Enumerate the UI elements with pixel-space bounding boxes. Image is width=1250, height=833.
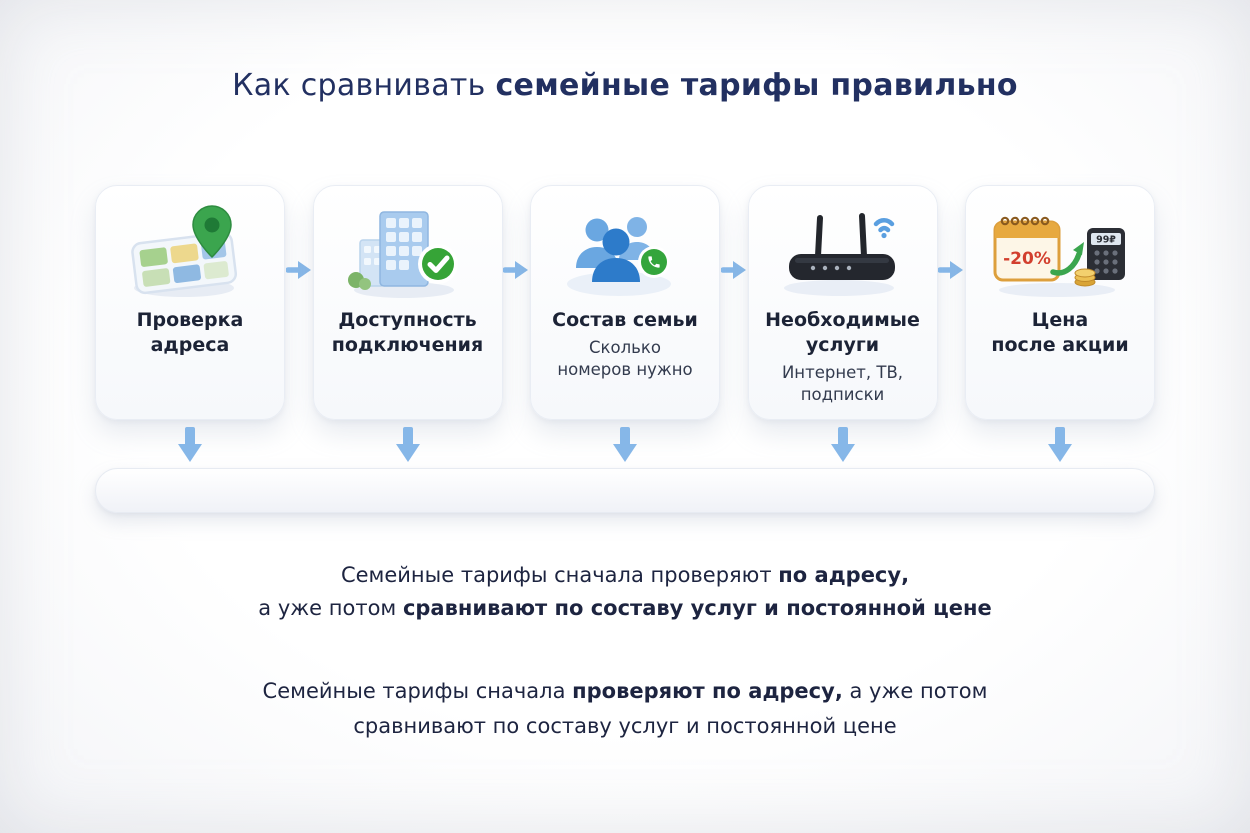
calendar-discount-calculator-icon: -20% 99₽ [985, 198, 1135, 304]
steps-row: Проверка адреса [95, 185, 1155, 420]
conclusion-line: сравнивают по составу услуг и постоянной… [353, 714, 897, 738]
step-title: Проверка адреса [136, 309, 244, 356]
conclusion-line: Семейные тарифы сначала проверяют по адр… [0, 674, 1250, 709]
conclusion-text: Семейные тарифы сначала проверяют [340, 563, 779, 587]
step-card-family: Состав семьи Сколько номеров нужно [530, 185, 720, 420]
down-arrow-col [965, 427, 1155, 463]
flow-arrow-right-icon [285, 261, 311, 279]
step-card-availability: Доступность подключения [312, 185, 503, 420]
down-arrow-gap [720, 427, 748, 463]
conclusion-text-bold: сравнивают по составу услуг и постоянной… [402, 596, 992, 620]
conclusion-text: Семейные тарифы сначала [262, 679, 573, 703]
step-subtitle: Интернет, ТВ, подписки [781, 363, 904, 404]
step-card-address: Проверка адреса [95, 185, 285, 420]
down-arrow-col [748, 427, 938, 463]
conclusion-text-bold: проверяют по адресу, [572, 679, 843, 703]
building-check-icon [342, 198, 474, 304]
step-subtitle: Сколько номеров нужно [557, 338, 693, 379]
flow-arrow-right-icon [503, 261, 529, 279]
conclusion-line: Семейные тарифы сначала проверяют по адр… [0, 559, 1250, 592]
flow-arrow-down-icon [1048, 427, 1072, 462]
conclusion-primary: Семейные тарифы сначала проверяют по адр… [0, 559, 1250, 625]
step-title: Необходимые услуги [765, 309, 920, 356]
down-arrow-gap [938, 427, 966, 463]
step-card-services: Необходимые услуги Интернет, ТВ, подписк… [747, 185, 938, 420]
summary-track-bar [95, 468, 1155, 513]
flow-arrow-right-icon [938, 261, 964, 279]
step-title: Состав семьи [552, 309, 698, 331]
calendar-discount-calculator-icon: -20% 99₽ [993, 216, 1125, 297]
flow-arrow-down-icon [178, 427, 202, 462]
family-group-phone-icon [559, 198, 691, 304]
down-arrow-gap [503, 427, 531, 463]
family-group-phone-icon [567, 217, 671, 296]
flow-arrow-down-icon [613, 427, 637, 462]
conclusion-text: а уже потом [258, 596, 403, 620]
down-arrow-gap [285, 427, 313, 463]
conclusion-text: а уже потом [842, 679, 988, 703]
page-title: Как сравнивать семейные тарифы правильно [0, 68, 1250, 103]
flow-gap [503, 185, 531, 281]
flow-arrow-down-icon [830, 427, 855, 462]
map-location-pin-icon [131, 205, 238, 297]
wifi-router-icon [773, 198, 913, 304]
step-card-price: -20% 99₽ [965, 185, 1155, 420]
title-prefix: Как сравнивать [232, 68, 496, 103]
title-emphasis: семейные тарифы правильно [495, 68, 1018, 103]
building-check-icon [347, 211, 458, 298]
conclusion-text-bold: по адресу, [778, 563, 910, 587]
flow-arrow-down-icon [395, 427, 420, 462]
calculator-display: 99₽ [1096, 235, 1116, 246]
flow-gap [720, 185, 748, 281]
down-arrow-col [95, 427, 285, 463]
wifi-router-icon [783, 213, 895, 296]
down-arrows-row [95, 427, 1155, 463]
flow-gap [285, 185, 313, 281]
step-title: Доступность подключения [331, 309, 484, 356]
step-title: Цена после акции [991, 309, 1129, 356]
conclusion-secondary: Семейные тарифы сначала проверяют по адр… [0, 674, 1250, 744]
map-location-pin-icon [124, 198, 256, 304]
discount-label: -20% [1003, 249, 1051, 269]
down-arrow-col [313, 427, 503, 463]
down-arrow-col [530, 427, 720, 463]
flow-arrow-right-icon [720, 261, 746, 279]
flow-gap [938, 185, 966, 281]
conclusion-line: а уже потом сравнивают по составу услуг … [0, 592, 1250, 625]
